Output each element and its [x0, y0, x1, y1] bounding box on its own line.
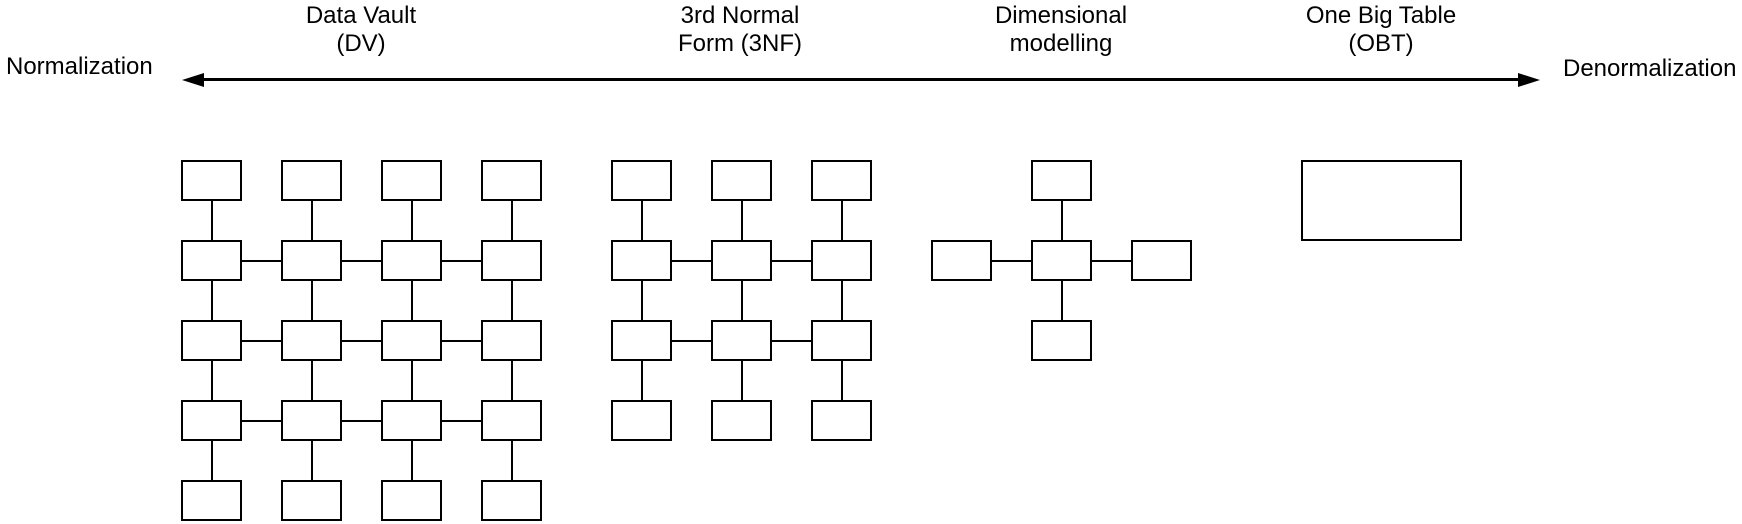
table-box	[481, 400, 542, 441]
dimension-table-box	[1031, 320, 1092, 361]
relationship-line	[342, 419, 381, 422]
model-label-line: Dimensional	[994, 2, 1128, 29]
dimension-table-box	[1131, 240, 1192, 281]
relationship-line	[672, 339, 711, 342]
table-box	[381, 320, 442, 361]
model-label-line: One Big Table	[1305, 2, 1457, 29]
table-box	[711, 320, 772, 361]
relationship-line	[640, 201, 643, 240]
relationship-line	[840, 201, 843, 240]
model-label-obt: One Big Table (OBT)	[1306, 2, 1456, 58]
relationship-line	[1060, 201, 1063, 240]
table-box	[281, 320, 342, 361]
relationship-line	[772, 259, 811, 262]
relationship-line	[342, 259, 381, 262]
relationship-line	[510, 361, 513, 400]
table-box	[281, 160, 342, 201]
relationship-line	[740, 201, 743, 240]
relationship-line	[640, 361, 643, 400]
model-label-data-vault: Data Vault (DV)	[306, 2, 416, 58]
relationship-line	[210, 201, 213, 240]
table-box	[181, 480, 242, 521]
model-label-line: Form (3NF)	[678, 30, 802, 57]
model-label-3nf: 3rd Normal Form (3NF)	[678, 2, 802, 58]
table-box	[181, 240, 242, 281]
relationship-line	[342, 339, 381, 342]
table-box	[481, 160, 542, 201]
relationship-line	[210, 441, 213, 480]
model-label-line: (DV)	[336, 30, 386, 57]
relationship-line	[310, 361, 313, 400]
relationship-line	[1092, 259, 1131, 262]
relationship-line	[310, 441, 313, 480]
spectrum-arrow-shaft	[200, 78, 1520, 81]
relationship-line	[772, 339, 811, 342]
table-box	[181, 160, 242, 201]
table-box	[711, 400, 772, 441]
relationship-line	[210, 361, 213, 400]
relationship-line	[242, 259, 281, 262]
table-box	[481, 480, 542, 521]
table-box	[611, 160, 672, 201]
relationship-line	[442, 259, 481, 262]
one-big-table-box	[1301, 160, 1462, 241]
relationship-line	[210, 281, 213, 320]
relationship-line	[992, 259, 1031, 262]
relationship-line	[442, 419, 481, 422]
table-box	[811, 320, 872, 361]
fact-table-box	[1031, 240, 1092, 281]
table-box	[711, 240, 772, 281]
table-box	[811, 160, 872, 201]
table-box	[611, 320, 672, 361]
model-label-line: (OBT)	[1348, 30, 1414, 57]
relationship-line	[1060, 281, 1063, 320]
dimension-table-box	[1031, 160, 1092, 201]
table-box	[381, 240, 442, 281]
relationship-line	[510, 281, 513, 320]
model-label-line: Data Vault	[305, 2, 417, 29]
relationship-line	[410, 441, 413, 480]
table-box	[381, 160, 442, 201]
relationship-line	[242, 339, 281, 342]
relationship-line	[640, 281, 643, 320]
relationship-line	[410, 361, 413, 400]
table-box	[181, 320, 242, 361]
table-box	[481, 320, 542, 361]
relationship-line	[510, 441, 513, 480]
table-box	[281, 480, 342, 521]
denormalization-label: Denormalization	[1563, 55, 1737, 82]
arrow-left-head-icon	[182, 73, 204, 87]
model-label-line: 3rd Normal	[680, 2, 800, 29]
relationship-line	[672, 259, 711, 262]
relationship-line	[840, 361, 843, 400]
relationship-line	[740, 361, 743, 400]
table-box	[281, 400, 342, 441]
arrow-right-head-icon	[1518, 73, 1540, 87]
table-box	[611, 240, 672, 281]
table-box	[811, 400, 872, 441]
relationship-line	[740, 281, 743, 320]
relationship-line	[442, 339, 481, 342]
dimension-table-box	[931, 240, 992, 281]
table-box	[481, 240, 542, 281]
table-box	[381, 480, 442, 521]
table-box	[181, 400, 242, 441]
model-label-line: modelling	[1009, 30, 1113, 57]
table-box	[811, 240, 872, 281]
relationship-line	[510, 201, 513, 240]
table-box	[281, 240, 342, 281]
table-box	[611, 400, 672, 441]
model-label-dimensional: Dimensional modelling	[995, 2, 1127, 58]
relationship-line	[410, 281, 413, 320]
table-box	[711, 160, 772, 201]
normalization-label: Normalization	[6, 53, 153, 80]
relationship-line	[840, 281, 843, 320]
relationship-line	[410, 201, 413, 240]
relationship-line	[242, 419, 281, 422]
relationship-line	[310, 201, 313, 240]
relationship-line	[310, 281, 313, 320]
table-box	[381, 400, 442, 441]
